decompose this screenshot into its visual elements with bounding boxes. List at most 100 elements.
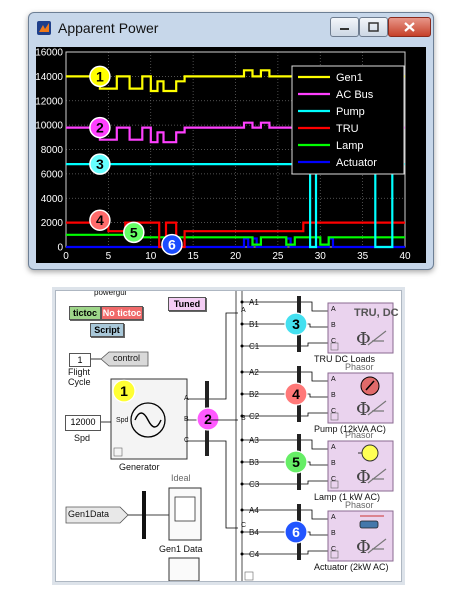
- load-port-c1: C1: [249, 342, 260, 351]
- gen1data-from-block[interactable]: [65, 506, 129, 524]
- load-3-port-c: C: [331, 546, 337, 553]
- load-block-1[interactable]: [327, 372, 394, 424]
- tuned-button[interactable]: Tuned: [168, 297, 206, 311]
- window-title: Apparent Power: [58, 20, 159, 36]
- badge-6: [161, 233, 183, 256]
- phasor-arrow-icon-0: [367, 330, 387, 346]
- bus-badge: [196, 407, 220, 431]
- junction-0-0: [240, 300, 244, 304]
- junction-0-1: [240, 322, 244, 326]
- goto-control-block[interactable]: [100, 351, 149, 367]
- series-line-lamp: [66, 233, 405, 246]
- gen-port-a: A: [184, 395, 189, 402]
- load-mask-icon-0: [330, 342, 339, 351]
- phasor-label-1: Phasor: [345, 362, 374, 372]
- legend-entry-2: Pump: [336, 106, 365, 118]
- y-tick-label-0: 0: [57, 243, 63, 254]
- wire-to-load-1-C: [301, 412, 328, 417]
- mask-icon: [113, 447, 123, 457]
- load-badge-6-label: 6: [292, 524, 300, 540]
- close-icon: [404, 22, 415, 32]
- sine-wave-icon: [134, 412, 162, 428]
- x-tick-label-3: 15: [188, 251, 200, 262]
- badge-label-6: 6: [168, 237, 176, 253]
- load-label-0: TRU DC Loads: [314, 354, 376, 364]
- load-port-a1: A1: [249, 298, 259, 307]
- title-bar[interactable]: Apparent Power: [29, 13, 433, 43]
- tictoc-button[interactable]: tictoc: [69, 306, 101, 320]
- gen-badge: [112, 379, 136, 403]
- wire-to-load-3-A: [301, 509, 328, 520]
- phasor-label-3: Phasor: [345, 500, 374, 510]
- minimize-button[interactable]: [330, 17, 359, 37]
- load-port-a2: A2: [249, 368, 259, 377]
- y-tick-label-7: 14000: [36, 72, 63, 83]
- legend-entry-1: AC Bus: [336, 89, 374, 101]
- gen1-data-scope-label: Gen1 Data: [159, 544, 203, 554]
- y-tick-label-5: 10000: [36, 121, 63, 132]
- wire-bus-c: [209, 440, 238, 529]
- load-block-3[interactable]: [327, 510, 394, 562]
- close-button[interactable]: [388, 17, 431, 37]
- lamp-icon: [361, 444, 379, 462]
- y-tick-label-6: 12000: [36, 96, 63, 107]
- badge-1: [89, 65, 111, 88]
- junction-1-0: [240, 370, 244, 374]
- series-line-ac-bus: [66, 121, 405, 144]
- minimize-icon: [340, 28, 349, 30]
- gen-badge-label: 1: [120, 383, 128, 399]
- load-2-port-a: A: [331, 444, 336, 451]
- wire-to-load-2-A: [301, 439, 328, 450]
- load-port-b1: B1: [249, 320, 259, 329]
- x-tick-label-5: 25: [272, 251, 284, 262]
- load-mask-icon-3: [330, 550, 339, 559]
- junction-3-2: [240, 552, 244, 556]
- load-port-c2: C2: [249, 412, 260, 421]
- ac-source-icon: [130, 402, 166, 438]
- load-mask-icon-1: [330, 412, 339, 421]
- x-tick-label-4: 20: [230, 251, 242, 262]
- speed-input-block[interactable]: 12000: [65, 415, 101, 431]
- load-badge-5: [284, 450, 308, 474]
- junction-2-2: [240, 482, 244, 486]
- load-block-2[interactable]: [327, 440, 394, 492]
- pump-needle-icon: [365, 380, 375, 391]
- speed-label: Spd: [74, 433, 91, 443]
- partial-block[interactable]: [168, 557, 200, 581]
- goto-control-label: control: [113, 353, 141, 363]
- y-tick-label-1: 2000: [41, 218, 64, 229]
- phi-icon-3: Φ: [356, 537, 371, 558]
- no-tictoc-button[interactable]: No tictoc: [101, 306, 143, 320]
- load-badge-4: [284, 382, 308, 406]
- actuator-icon: [359, 520, 379, 529]
- x-tick-label-1: 5: [106, 251, 112, 262]
- maximize-button[interactable]: [359, 17, 388, 37]
- gen1data-from-label: Gen1Data: [68, 509, 110, 519]
- load-2-port-c: C: [331, 476, 337, 483]
- flight-cycle-label: Flight Cycle: [68, 367, 91, 387]
- gen-port-b: B: [184, 416, 189, 423]
- load-0-port-c: C: [331, 338, 337, 345]
- badge-5: [123, 221, 145, 244]
- junction-3-1: [240, 530, 244, 534]
- phasor-label-2: Phasor: [345, 430, 374, 440]
- x-tick-label-6: 30: [315, 251, 327, 262]
- phasor-arrow-icon-1: [367, 400, 387, 416]
- junction-3-0: [240, 508, 244, 512]
- constant-block[interactable]: 1: [69, 353, 91, 367]
- load-block-0[interactable]: [327, 302, 394, 354]
- wire-to-load-0-A: [301, 301, 328, 312]
- x-tick-label-7: 35: [357, 251, 369, 262]
- wire-to-load-0-C: [301, 342, 328, 347]
- phi-icon-0: Φ: [356, 329, 371, 350]
- badge-3: [89, 153, 111, 175]
- script-button[interactable]: Script: [90, 323, 124, 337]
- badge-label-1: 1: [96, 68, 104, 84]
- phasor-arrow-icon-3: [367, 538, 387, 554]
- badge-2: [89, 116, 111, 139]
- x-tick-label-8: 40: [399, 251, 411, 262]
- ideal-label: Ideal: [171, 473, 191, 483]
- load-badge-6: [284, 520, 308, 544]
